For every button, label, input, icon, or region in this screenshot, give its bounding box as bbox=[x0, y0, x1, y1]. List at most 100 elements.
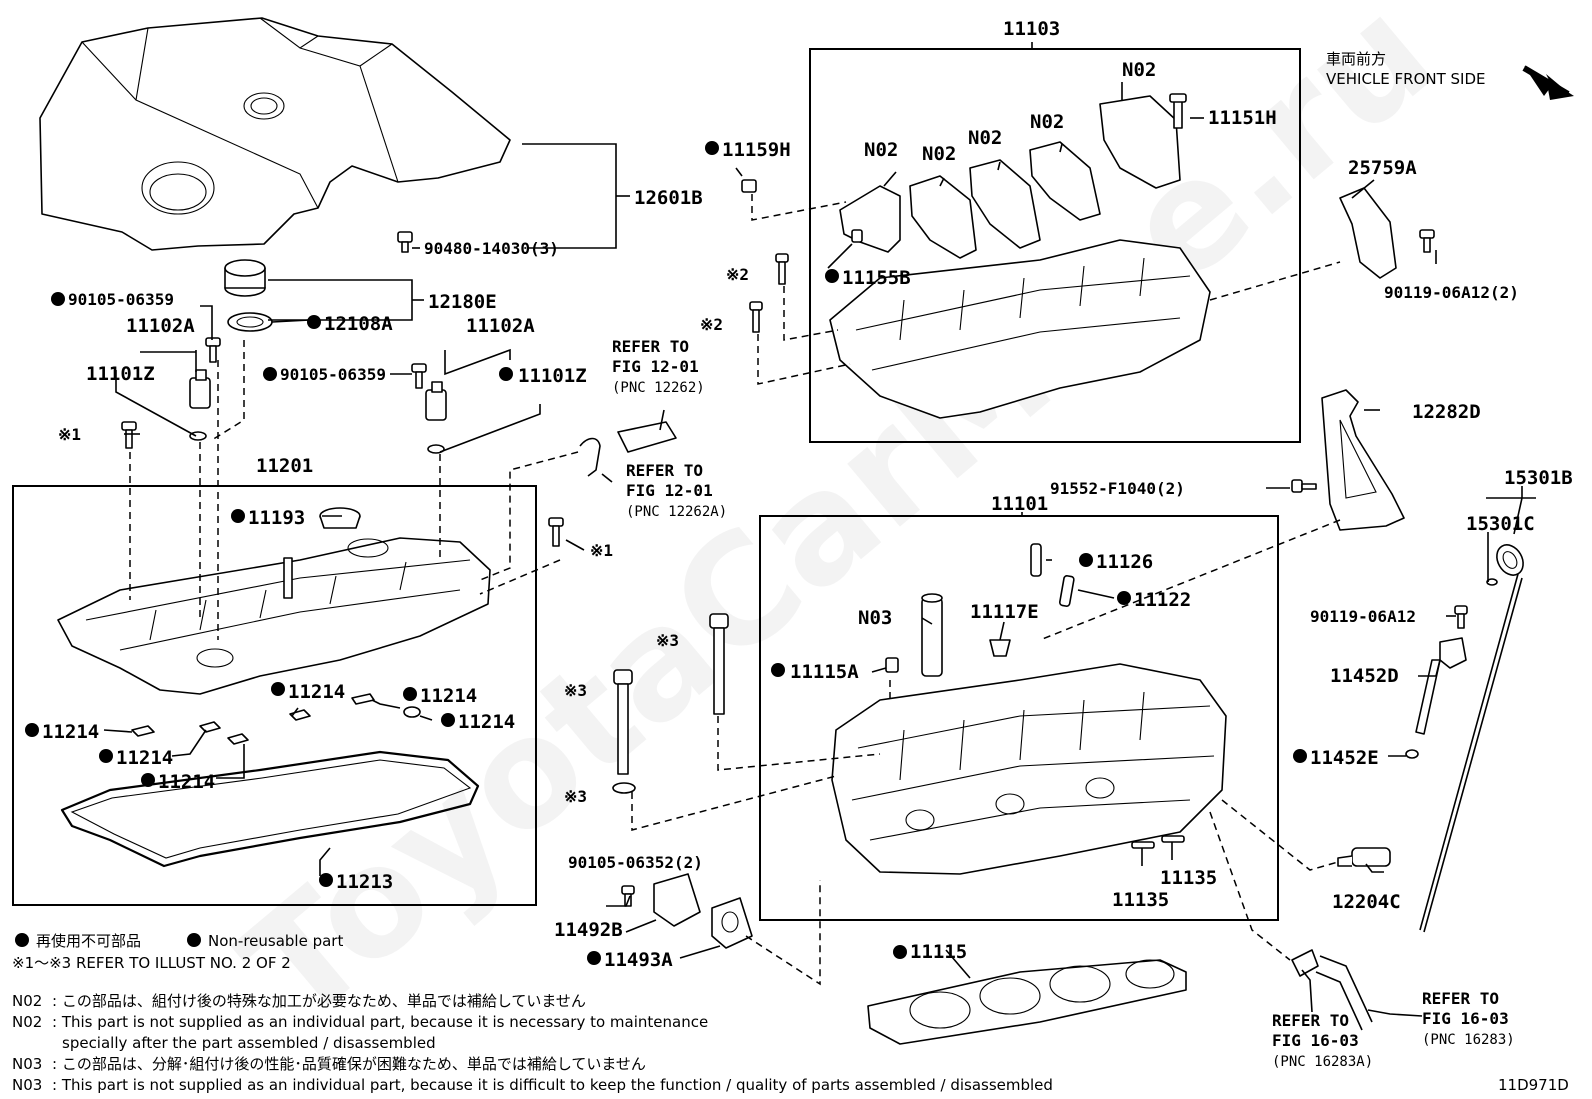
label-90105-06359-right: 90105-06359 bbox=[280, 365, 386, 384]
label-11117e: 11117E bbox=[970, 601, 1039, 623]
label-11213: 11213 bbox=[336, 871, 393, 893]
refer-2-line1: REFER TO bbox=[626, 461, 703, 480]
label-11492b: 11492B bbox=[554, 919, 623, 941]
refer-2-line2: FIG 12-01 bbox=[626, 481, 713, 500]
mark-3-a: ※3 bbox=[656, 631, 679, 650]
cylinder-head-illustration bbox=[831, 663, 1227, 875]
label-11155b: 11155B bbox=[842, 267, 911, 289]
label-11214-d: 11214 bbox=[42, 721, 99, 743]
refer-1-line1: REFER TO bbox=[612, 337, 689, 356]
label-n03: N03 bbox=[858, 607, 892, 629]
gaskets-11214-illustration bbox=[131, 693, 421, 745]
label-90119-06a12-2: 90119-06A12(2) bbox=[1384, 283, 1519, 302]
label-n02-3: N02 bbox=[968, 127, 1002, 149]
refer-2-line3: (PNC 12262A) bbox=[626, 504, 727, 520]
label-11214-f: 11214 bbox=[158, 771, 215, 793]
direction-en: VEHICLE FRONT SIDE bbox=[1326, 70, 1486, 88]
note-code-5: N03 bbox=[12, 1076, 42, 1094]
label-11135-a: 11135 bbox=[1160, 867, 1217, 889]
note-code-2: N02 bbox=[12, 1013, 42, 1031]
label-15301b: 15301B bbox=[1504, 467, 1573, 489]
refer-1-line3: (PNC 12262) bbox=[612, 380, 705, 396]
leader-lines bbox=[103, 42, 1536, 1017]
label-11151h: 11151H bbox=[1208, 107, 1277, 129]
refer-4-line3: (PNC 16283) bbox=[1422, 1032, 1515, 1048]
note-text-3: specially after the part assembled / dis… bbox=[62, 1034, 436, 1052]
direction-jp: 車両前方 bbox=[1326, 50, 1386, 68]
label-11135-b: 11135 bbox=[1112, 889, 1169, 911]
camshaft-housing-illustration bbox=[829, 239, 1211, 419]
refer-3-line2: FIG 16-03 bbox=[1272, 1031, 1359, 1050]
plug-11193-illustration bbox=[319, 507, 361, 529]
label-90105-06352: 90105-06352(2) bbox=[568, 853, 703, 872]
engine-cover-illustration bbox=[39, 17, 511, 251]
refer-4-line2: FIG 16-03 bbox=[1422, 1009, 1509, 1028]
bolts-m3-illustration bbox=[612, 613, 729, 794]
bearing-caps-illustration bbox=[839, 93, 1187, 259]
label-11201: 11201 bbox=[256, 455, 313, 477]
label-11214-e: 11214 bbox=[116, 747, 173, 769]
label-12282d: 12282D bbox=[1412, 401, 1481, 423]
dashed-lines bbox=[129, 194, 1341, 986]
label-11101z-right: 11101Z bbox=[518, 365, 587, 387]
gauge-guide-illustration bbox=[1405, 605, 1468, 759]
legend-nonreusable-en: Non-reusable part bbox=[208, 932, 343, 950]
cylinder-head-cover-illustration bbox=[57, 537, 491, 695]
label-90105-06359-left: 90105-06359 bbox=[68, 290, 174, 309]
label-11193: 11193 bbox=[248, 507, 305, 529]
legend-refer-illust: ※1～※3 REFER TO ILLUST NO. 2 OF 2 bbox=[12, 954, 291, 972]
label-11214-c: 11214 bbox=[458, 711, 515, 733]
label-11493a: 11493A bbox=[604, 949, 673, 971]
label-11115a: 11115A bbox=[790, 661, 859, 683]
refer-4-line1: REFER TO bbox=[1422, 989, 1499, 1008]
head-gasket-illustration bbox=[867, 959, 1187, 1045]
refer-3-line3: (PNC 16283A) bbox=[1272, 1054, 1373, 1070]
pipe-illustration bbox=[579, 421, 677, 477]
refer-block-3: REFER TO FIG 16-03 (PNC 16283A) bbox=[1272, 1011, 1373, 1070]
sensor-12204c-illustration bbox=[1337, 847, 1391, 867]
nonreusable-bullets bbox=[15, 141, 1307, 965]
mark-3-b: ※3 bbox=[564, 681, 587, 700]
illustration-id: 11D971D bbox=[1498, 1076, 1569, 1094]
hose-illustration bbox=[1291, 949, 1373, 1031]
label-11214-a: 11214 bbox=[288, 681, 345, 703]
mark-1-a: ※1 bbox=[58, 425, 81, 444]
label-25759a: 25759A bbox=[1348, 157, 1417, 179]
label-90480: 90480-14030(3) bbox=[424, 239, 559, 258]
label-12204c: 12204C bbox=[1332, 891, 1401, 913]
cover-plate-illustration bbox=[621, 873, 753, 949]
label-11214-b: 11214 bbox=[420, 685, 477, 707]
label-11452d: 11452D bbox=[1330, 665, 1399, 687]
vehicle-front-arrow bbox=[1522, 65, 1574, 100]
group-box-11101 bbox=[759, 515, 1279, 921]
refer-block-1: REFER TO FIG 12-01 (PNC 12262) bbox=[612, 337, 705, 396]
group-box-11201 bbox=[12, 485, 537, 906]
mark-1-b: ※1 bbox=[590, 541, 613, 560]
label-n02-2: N02 bbox=[922, 143, 956, 165]
mark-3-c: ※3 bbox=[564, 787, 587, 806]
bolts-m2-illustration bbox=[749, 253, 789, 333]
label-11126: 11126 bbox=[1096, 551, 1153, 573]
sensor-right-illustration bbox=[425, 381, 447, 454]
hanger-12282d-illustration bbox=[1291, 389, 1405, 531]
note-code-1: N02 bbox=[12, 992, 42, 1010]
label-11452e: 11452E bbox=[1310, 747, 1379, 769]
note-text-5: : This part is not supplied as an indivi… bbox=[52, 1076, 1053, 1094]
refer-block-4: REFER TO FIG 16-03 (PNC 16283) bbox=[1422, 989, 1515, 1048]
label-90119-06a12: 90119-06A12 bbox=[1310, 607, 1416, 626]
label-11101z-left: 11101Z bbox=[86, 363, 155, 385]
group-box-11103 bbox=[809, 48, 1301, 443]
gasket-11213-illustration bbox=[60, 750, 480, 868]
cover-bolt-illustration bbox=[397, 231, 413, 253]
note-code-4: N03 bbox=[12, 1055, 42, 1073]
label-12180e: 12180E bbox=[428, 291, 497, 313]
label-11115: 11115 bbox=[910, 941, 967, 963]
label-11101: 11101 bbox=[991, 493, 1048, 515]
label-15301c: 15301C bbox=[1466, 513, 1535, 535]
label-n02-4: N02 bbox=[1030, 111, 1064, 133]
label-91552: 91552-F1040(2) bbox=[1050, 479, 1185, 498]
sensor-left-illustration bbox=[189, 369, 211, 441]
refer-1-line2: FIG 12-01 bbox=[612, 357, 699, 376]
hanger-25759a-illustration bbox=[1339, 187, 1435, 279]
note-text-2: : This part is not supplied as an indivi… bbox=[52, 1013, 708, 1031]
